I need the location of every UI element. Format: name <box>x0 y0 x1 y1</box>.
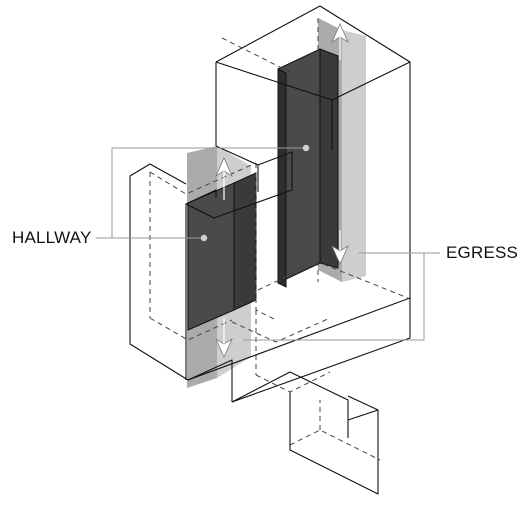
egress-arrow-up-right <box>331 23 349 60</box>
building-outline <box>129 5 411 495</box>
hallway-slab-left <box>187 172 257 331</box>
egress-leader-dot-upper <box>351 249 359 257</box>
egress-leader <box>240 252 440 341</box>
hallway-leader-dot-lower <box>200 234 208 242</box>
hallway-slab-right <box>277 48 339 288</box>
hallway-leader-dot-upper <box>302 144 310 152</box>
egress-label: EGRESS <box>446 243 519 262</box>
hidden-lines <box>149 18 409 461</box>
egress-leader-dot-lower <box>236 336 244 344</box>
hallway-label: HALLWAY <box>12 228 92 247</box>
egress-arrow-up-left <box>215 157 233 200</box>
egress-arrow-down-left <box>215 318 233 358</box>
egress-arrow-down-right <box>331 230 349 265</box>
hallway-leader <box>96 147 306 239</box>
